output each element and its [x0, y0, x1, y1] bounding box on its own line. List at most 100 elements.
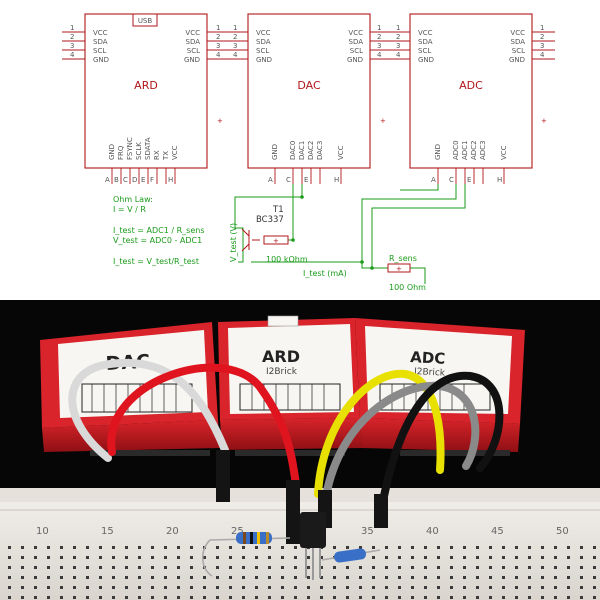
breadboard-hole: [177, 596, 180, 599]
breadboard-hole: [307, 596, 310, 599]
breadboard-hole: [151, 576, 154, 579]
ruler-number: 15: [101, 526, 114, 537]
breadboard-hole: [281, 556, 284, 559]
breadboard-hole: [411, 566, 414, 569]
equation-line: I = V / R: [113, 205, 146, 214]
breadboard-hole: [112, 576, 115, 579]
breadboard-hole: [580, 546, 583, 549]
breadboard-hole: [203, 576, 206, 579]
ard-right-pin: SCL: [187, 47, 200, 55]
breadboard-hole: [372, 566, 375, 569]
adc-bottom-pin: ADC2: [470, 140, 478, 160]
breadboard-hole: [21, 546, 24, 549]
pin-letter: E: [467, 176, 471, 184]
pin-number: 3: [396, 42, 400, 50]
breadboard-hole: [333, 596, 336, 599]
wire-yellow: [314, 369, 445, 498]
breadboard-hole: [34, 596, 37, 599]
breadboard-hole: [528, 556, 531, 559]
pin-letter: B: [114, 176, 119, 184]
pin-number: 2: [377, 33, 381, 41]
breadboard-hole: [125, 596, 128, 599]
breadboard-hole: [125, 566, 128, 569]
breadboard-hole: [398, 556, 401, 559]
breadboard-hole: [151, 546, 154, 549]
dac-bottom-pin: DAC0: [289, 141, 297, 160]
breadboard-hole: [541, 566, 544, 569]
breadboard-hole: [372, 576, 375, 579]
breadboard-hole: [359, 576, 362, 579]
dac-bottom-pin: DAC1: [298, 141, 306, 160]
breadboard-hole: [47, 566, 50, 569]
adc-bottom-pin: GND: [434, 144, 442, 160]
breadboard-hole: [372, 586, 375, 589]
breadboard-hole: [502, 576, 505, 579]
breadboard-hole: [229, 586, 232, 589]
ard-left-pin: SCL: [93, 47, 106, 55]
breadboard-hole: [346, 596, 349, 599]
breadboard-hole: [294, 556, 297, 559]
breadboard-hole: [580, 576, 583, 579]
breadboard-hole: [372, 556, 375, 559]
breadboard-hole: [60, 596, 63, 599]
breadboard-hole: [138, 566, 141, 569]
breadboard-hole: [164, 556, 167, 559]
breadboard-hole: [554, 546, 557, 549]
breadboard-hole: [580, 556, 583, 559]
breadboard-hole: [177, 556, 180, 559]
breadboard-hole: [515, 576, 518, 579]
breadboard-hole: [138, 596, 141, 599]
breadboard-hole: [86, 546, 89, 549]
breadboard-hole: [424, 586, 427, 589]
breadboard-holes: [8, 546, 596, 599]
breadboard-hole: [307, 586, 310, 589]
dac-left-pin: SDA: [256, 38, 271, 46]
transistor-photo: [300, 512, 326, 580]
breadboard-hole: [281, 586, 284, 589]
pin-letter: C: [123, 176, 128, 184]
breadboard-hole: [73, 556, 76, 559]
breadboard-hole: [99, 576, 102, 579]
plug: [374, 494, 388, 528]
breadboard-hole: [60, 566, 63, 569]
pin-number: 2: [70, 33, 74, 41]
breadboard-hole: [385, 546, 388, 549]
breadboard-hole: [450, 576, 453, 579]
pin-number: 3: [233, 42, 237, 50]
pin-letter: H: [334, 176, 339, 184]
breadboard-hole: [34, 586, 37, 589]
breadboard-hole: [502, 596, 505, 599]
pin-number: 3: [377, 42, 381, 50]
breadboard-hole: [489, 576, 492, 579]
breadboard-hole: [281, 546, 284, 549]
breadboard-hole: [138, 556, 141, 559]
breadboard-hole: [190, 546, 193, 549]
plug: [216, 450, 230, 502]
wire-black: [380, 371, 504, 500]
transistor-bc337: [241, 228, 260, 252]
ruler-number: 50: [556, 526, 569, 537]
breadboard-hole: [502, 556, 505, 559]
breadboard-hole: [255, 576, 258, 579]
pin-number: 1: [233, 24, 237, 32]
breadboard-hole: [112, 586, 115, 589]
breadboard-hole: [385, 586, 388, 589]
breadboard-hole: [489, 596, 492, 599]
breadboard-hole: [502, 586, 505, 589]
breadboard-hole: [385, 566, 388, 569]
breadboard-hole: [294, 566, 297, 569]
breadboard-hole: [437, 576, 440, 579]
breadboard-hole: [567, 586, 570, 589]
breadboard-hole: [8, 566, 11, 569]
breadboard-hole: [190, 556, 193, 559]
breadboard-hole: [125, 546, 128, 549]
breadboard-hole: [398, 546, 401, 549]
breadboard-hole: [320, 576, 323, 579]
breadboard-hole: [47, 556, 50, 559]
breadboard-hole: [541, 596, 544, 599]
ard-right-pin: GND: [184, 56, 200, 64]
breadboard-hole: [593, 566, 596, 569]
pin-number: 1: [70, 24, 74, 32]
breadboard-hole: [528, 596, 531, 599]
breadboard-hole: [528, 586, 531, 589]
